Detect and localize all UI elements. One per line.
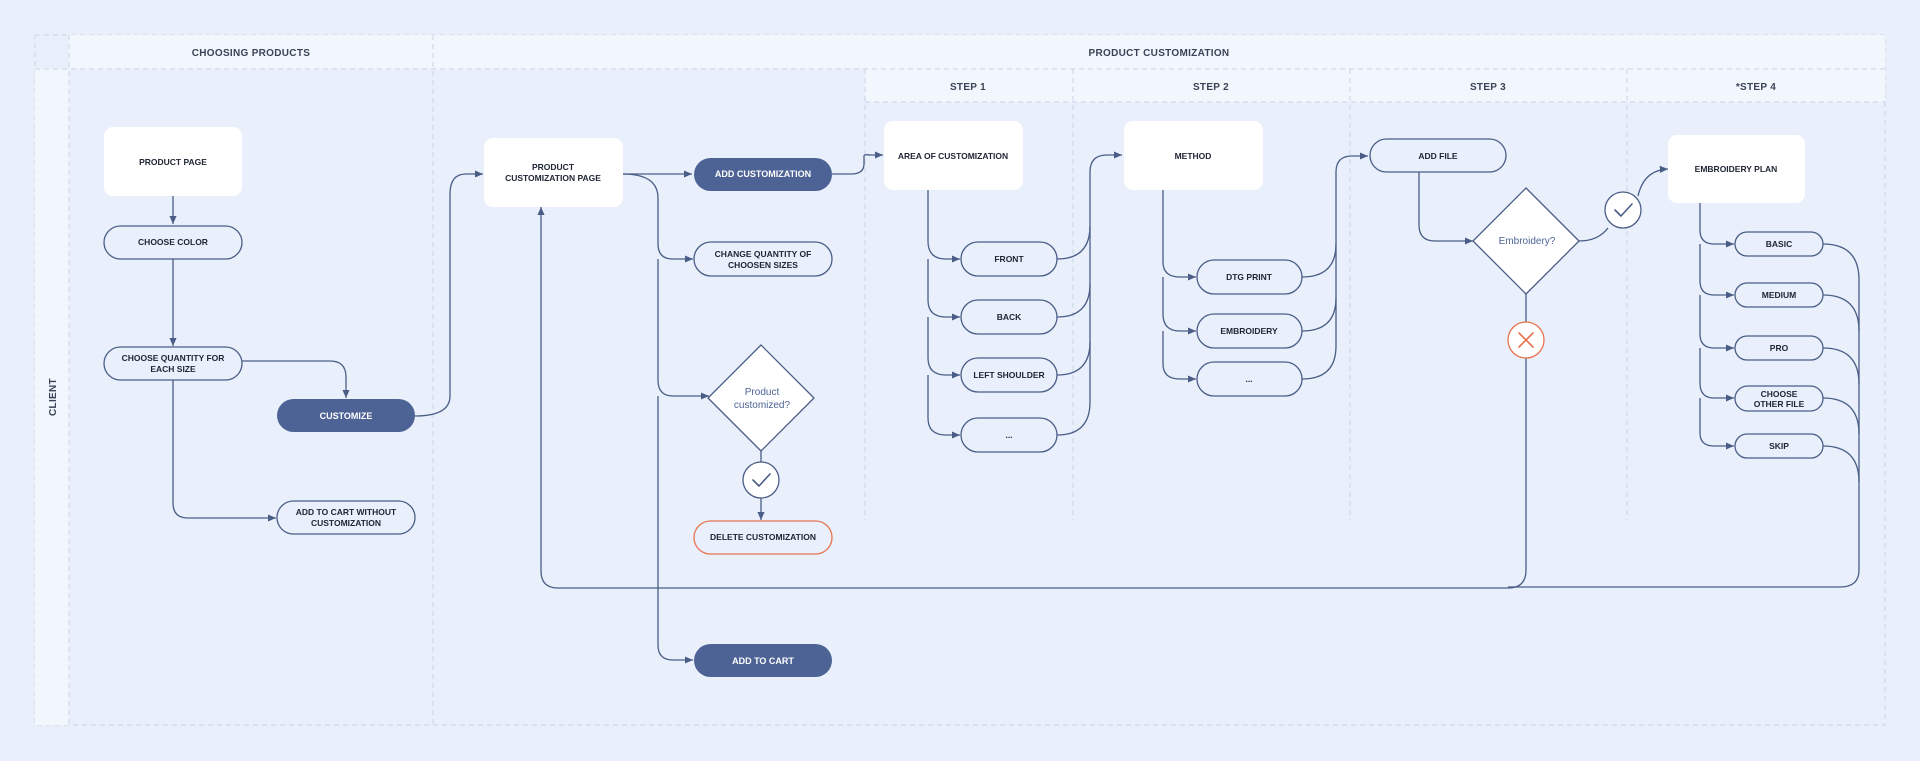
- decision-embroidery: Embroidery?: [1472, 187, 1580, 295]
- node-label: FRONT: [994, 254, 1024, 264]
- node-label: ADD TO CART: [732, 656, 794, 666]
- node-area-of-customization: AREA OF CUSTOMIZATION: [884, 121, 1023, 190]
- row-label-client: CLIENT: [48, 378, 59, 416]
- node-label: ADD TO CART WITHOUT: [296, 507, 397, 517]
- node-label: EMBROIDERY: [1220, 326, 1278, 336]
- node-embroidery-method: EMBROIDERY: [1196, 313, 1303, 349]
- node-label: PRODUCT: [532, 162, 575, 172]
- check-icon: [742, 461, 780, 499]
- node-label: PRODUCT PAGE: [139, 157, 207, 167]
- node-label: MEDIUM: [1762, 290, 1796, 300]
- node-label: LEFT SHOULDER: [973, 370, 1044, 380]
- node-label: BACK: [997, 312, 1022, 322]
- node-label: OTHER FILE: [1754, 399, 1805, 409]
- node-area-more: ...: [960, 417, 1058, 453]
- node-label: CHANGE QUANTITY OF: [715, 249, 812, 259]
- node-label: AREA OF CUSTOMIZATION: [898, 151, 1008, 161]
- node-label: ...: [1245, 374, 1252, 384]
- node-method-more: ...: [1196, 361, 1303, 397]
- node-label: DELETE CUSTOMIZATION: [710, 532, 816, 542]
- node-label: CHOOSE COLOR: [138, 237, 208, 247]
- node-product-customization-page: PRODUCT CUSTOMIZATION PAGE: [484, 138, 623, 207]
- node-label: CHOOSE QUANTITY FOR: [122, 353, 225, 363]
- decision-label: customized?: [734, 400, 791, 411]
- node-choose-color: CHOOSE COLOR: [103, 225, 243, 260]
- node-product-page: PRODUCT PAGE: [104, 127, 242, 196]
- node-method: METHOD: [1124, 121, 1263, 190]
- step-header-3: STEP 3: [1470, 82, 1506, 93]
- node-label: CUSTOMIZATION PAGE: [505, 173, 601, 183]
- node-change-quantity: CHANGE QUANTITY OF CHOOSEN SIZES: [693, 241, 833, 277]
- check-icon: [1604, 191, 1642, 229]
- node-embroidery-plan: EMBROIDERY PLAN: [1668, 135, 1805, 203]
- node-pro: PRO: [1734, 335, 1824, 361]
- node-left-shoulder: LEFT SHOULDER: [960, 357, 1058, 393]
- lane-header-product-customization: PRODUCT CUSTOMIZATION: [1089, 48, 1230, 59]
- node-label: BASIC: [1766, 239, 1792, 249]
- lane-header-choosing-products: CHOOSING PRODUCTS: [192, 48, 310, 59]
- node-label: CUSTOMIZE: [320, 411, 373, 421]
- node-medium: MEDIUM: [1734, 282, 1824, 308]
- decision-label: Embroidery?: [1499, 236, 1556, 247]
- node-add-file: ADD FILE: [1369, 138, 1507, 173]
- node-dtg-print: DTG PRINT: [1196, 259, 1303, 295]
- node-choose-quantity: CHOOSE QUANTITY FOR EACH SIZE: [103, 346, 243, 381]
- node-customize: CUSTOMIZE: [277, 399, 415, 432]
- node-label: CHOOSE: [1761, 389, 1798, 399]
- node-label: CUSTOMIZATION: [311, 518, 381, 528]
- node-label: SKIP: [1769, 441, 1789, 451]
- node-label: CHOOSEN SIZES: [728, 260, 798, 270]
- decision-product-customized: Product customized?: [707, 344, 815, 452]
- node-add-customization: ADD CUSTOMIZATION: [694, 158, 832, 191]
- close-icon: [1507, 321, 1545, 359]
- node-label: ADD FILE: [1418, 151, 1458, 161]
- decision-label: Product: [745, 387, 780, 398]
- node-label: METHOD: [1175, 151, 1212, 161]
- node-label: ADD CUSTOMIZATION: [715, 169, 811, 179]
- node-skip: SKIP: [1734, 433, 1824, 459]
- node-basic: BASIC: [1734, 231, 1824, 257]
- step-header-4: *STEP 4: [1736, 82, 1776, 93]
- node-label: EMBROIDERY PLAN: [1695, 164, 1778, 174]
- node-back: BACK: [960, 299, 1058, 335]
- connectors: [169, 151, 1860, 664]
- node-front: FRONT: [960, 241, 1058, 277]
- node-choose-other-file: CHOOSE OTHER FILE: [1734, 385, 1824, 412]
- node-delete-customization: DELETE CUSTOMIZATION: [693, 520, 833, 555]
- step-header-1: STEP 1: [950, 82, 986, 93]
- node-label: ...: [1005, 430, 1012, 440]
- node-label: EACH SIZE: [150, 364, 196, 374]
- node-label: DTG PRINT: [1226, 272, 1273, 282]
- node-add-to-cart: ADD TO CART: [694, 644, 832, 677]
- node-add-to-cart-without-customization: ADD TO CART WITHOUT CUSTOMIZATION: [276, 500, 416, 535]
- node-label: PRO: [1770, 343, 1789, 353]
- step-header-2: STEP 2: [1193, 82, 1229, 93]
